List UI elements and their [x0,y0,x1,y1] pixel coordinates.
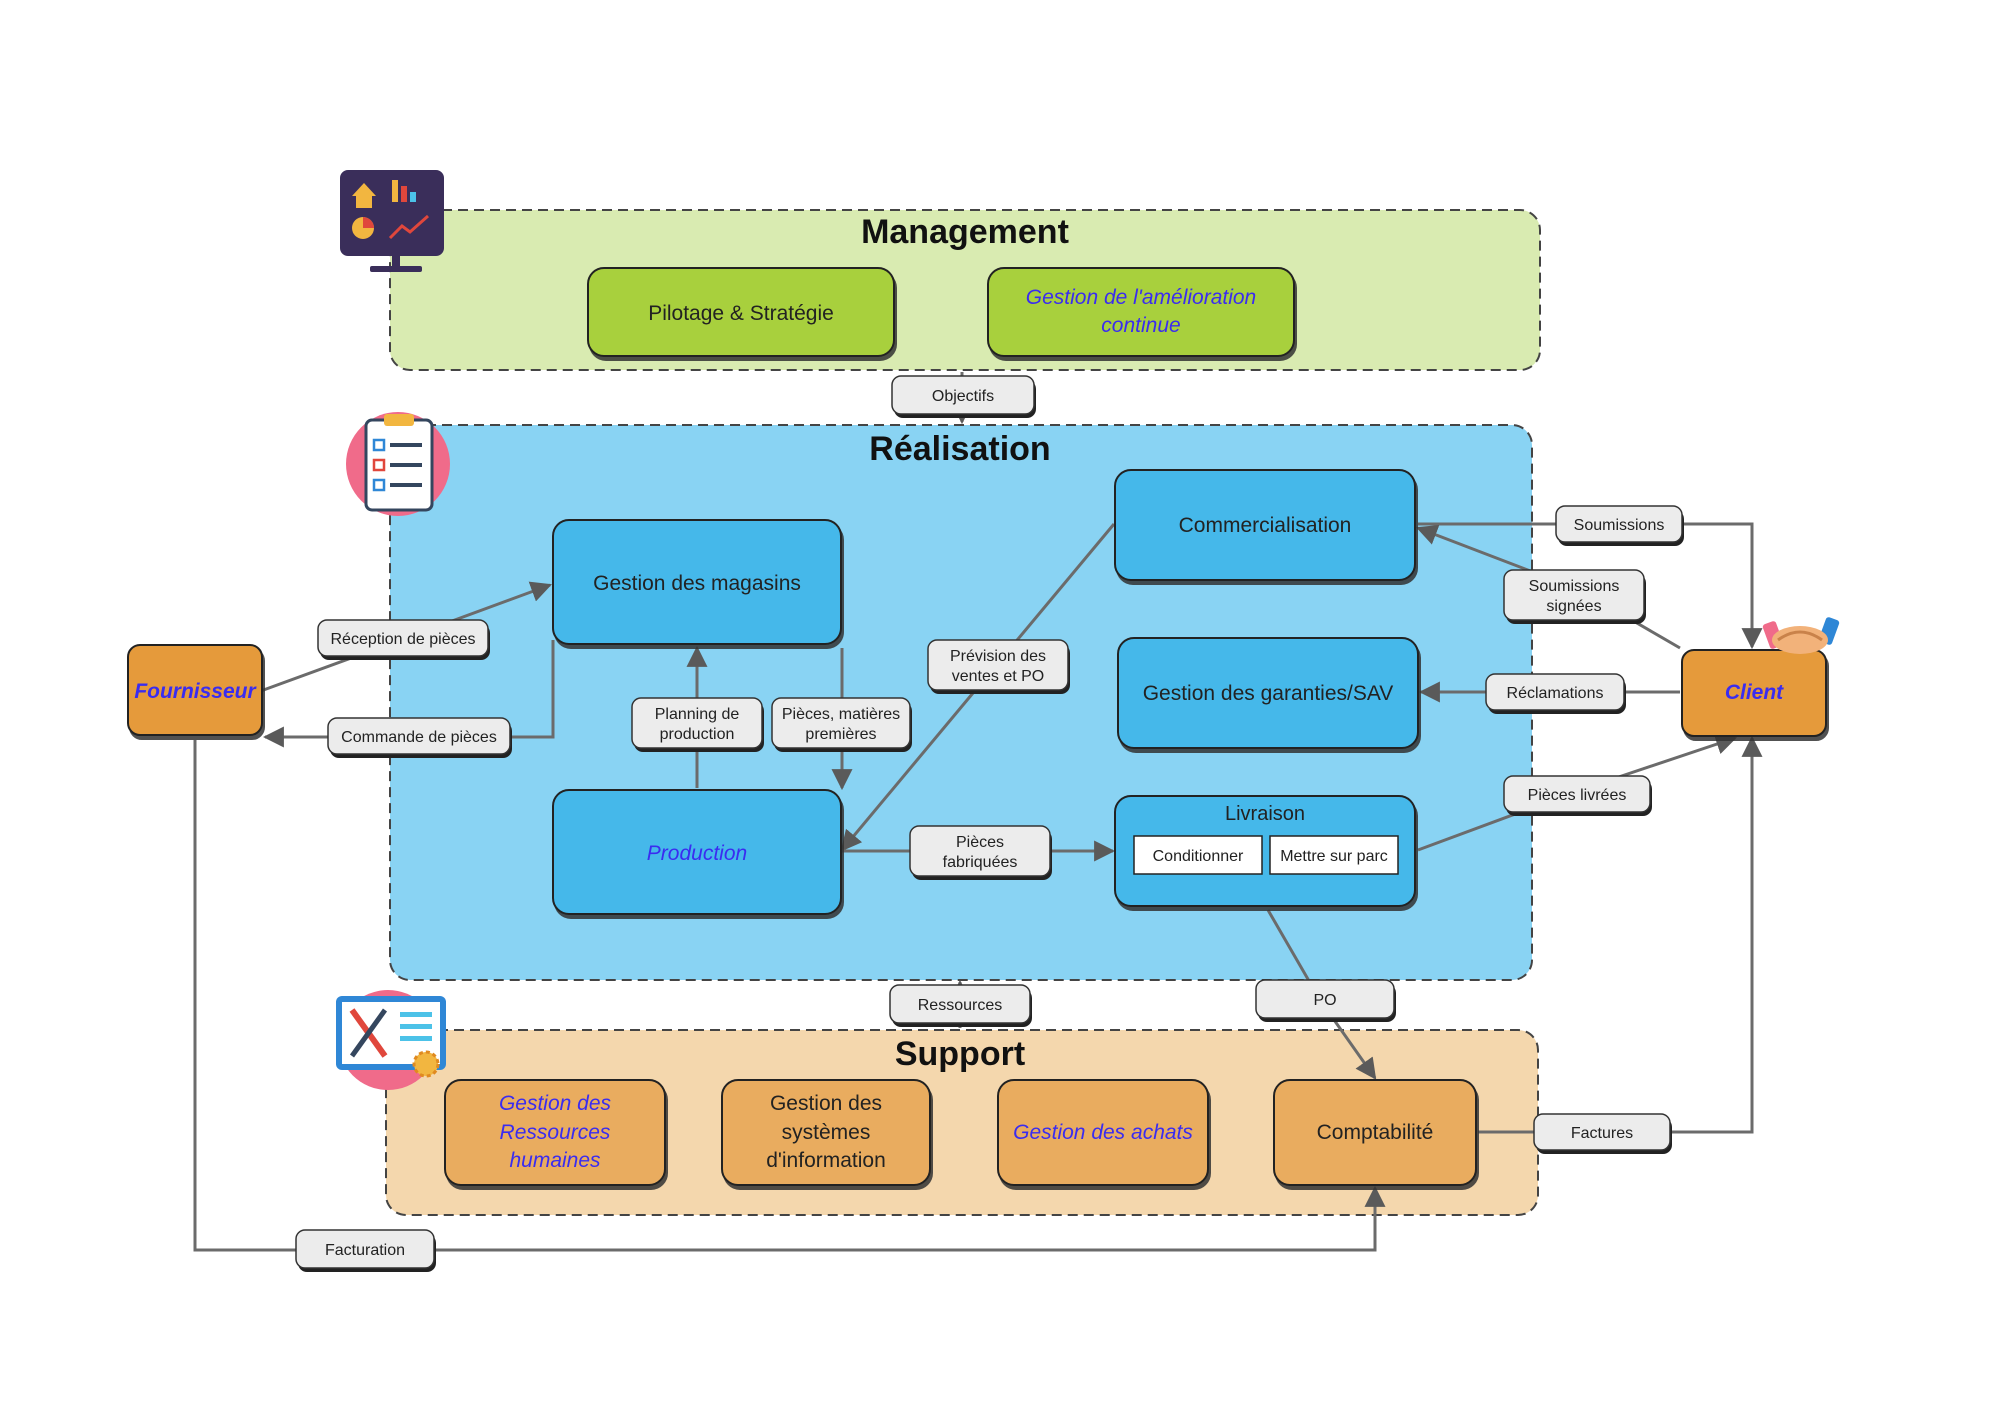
flow-label-ressources-text-1: Ressources [918,997,1002,1014]
flow-label-facturation: Facturation [295,1229,436,1272]
flow-label-pieces-mp-text-2: premières [805,726,876,743]
box-gestion-garanties-label: Gestion des garanties/SAV [1143,682,1394,705]
flow-label-reception: Réception de pièces [317,619,490,660]
box-gestion-achats[interactable]: Gestion des achats [997,1079,1209,1186]
box-livraison[interactable]: Livraison Conditionner Mettre sur parc [1114,795,1416,907]
management-title: Management [861,213,1069,251]
flow-label-objectifs: Objectifs [891,375,1036,418]
flow-label-objectifs-text-1: Objectifs [932,388,994,405]
box-livraison-label: Livraison [1225,803,1305,825]
flow-label-planning-text-2: production [660,726,735,743]
support-zone [385,1029,1539,1216]
box-commercialisation-label: Commercialisation [1179,514,1352,537]
box-rh-line3: humaines [509,1149,601,1172]
facturation-arrow [193,740,1386,1252]
box-amelioration-line2: continue [1101,314,1180,337]
handshake-icon [1762,617,1840,654]
flow-label-soumissions-signees-text-1: Soumissions [1529,578,1620,595]
box-production[interactable]: Production [552,789,842,915]
tools-monitor-icon [336,990,446,1090]
soumissions-arrow [1418,522,1763,650]
box-rh-line2: Ressources [500,1121,611,1144]
flow-label-pieces-fab: Pièces fabriquées [909,825,1052,880]
box-compta-label: Comptabilité [1317,1121,1434,1144]
flow-label-factures: Factures [1533,1113,1672,1154]
flow-label-facturation-text-1: Facturation [325,1242,405,1259]
actor-client[interactable]: Client [1681,649,1827,737]
flow-label-reclamations: Réclamations [1485,673,1626,714]
flow-label-factures-text-1: Factures [1571,1125,1633,1142]
flow-label-planning: Planning de production [631,697,764,752]
flow-label-planning-text-1: Planning de [655,706,740,723]
flow-label-po: PO [1255,979,1396,1022]
flow-label-soumissions-signees-text-2: signées [1546,598,1601,615]
flow-label-soumissions-signees: Soumissions signées [1503,569,1646,624]
flow-label-prevision-text-1: Prévision des [950,648,1046,665]
flow-label-pieces-mp: Pièces, matières premières [771,697,912,752]
flow-label-prevision: Prévision des ventes et PO [927,639,1070,694]
box-si-line3: d'information [766,1149,886,1172]
flow-label-pieces-fab-text-2: fabriquées [943,854,1018,871]
support-title: Support [895,1035,1025,1073]
actor-fournisseur[interactable]: Fournisseur [127,644,263,736]
actor-client-label: Client [1725,681,1784,704]
box-pilotage[interactable]: Pilotage & Stratégie [587,267,895,357]
box-rh-line1: Gestion des [499,1092,612,1115]
box-gestion-rh[interactable]: Gestion des Ressources humaines [444,1079,666,1186]
box-achats-label: Gestion des achats [1013,1121,1193,1144]
flow-label-pieces-mp-text-1: Pièces, matières [782,706,900,723]
realisation-title: Réalisation [869,430,1050,468]
flow-label-commande: Commande de pièces [327,717,512,758]
box-si-line1: Gestion des [770,1092,882,1115]
flow-label-reclamations-text-1: Réclamations [1507,685,1604,702]
flow-label-pieces-livrees-text-1: Pièces livrées [1528,787,1627,804]
flow-label-ressources: Ressources [889,984,1032,1027]
box-gestion-magasins-label: Gestion des magasins [593,572,801,595]
flow-label-po-text-1: PO [1313,992,1336,1009]
flow-label-commande-text-1: Commande de pièces [341,729,497,746]
livraison-conditionner: Conditionner [1153,848,1244,865]
box-gestion-si[interactable]: Gestion des systèmes d'information [721,1079,931,1186]
flow-label-pieces-fab-text-1: Pièces [956,834,1004,851]
box-gestion-garanties[interactable]: Gestion des garanties/SAV [1117,637,1419,749]
flow-label-prevision-text-2: ventes et PO [952,668,1045,685]
box-amelioration-line1: Gestion de l'amélioration [1026,286,1256,309]
flow-label-soumissions: Soumissions [1555,505,1684,546]
flow-label-pieces-livrees: Pièces livrées [1503,775,1652,816]
livraison-mettre-sur-parc: Mettre sur parc [1280,848,1388,865]
box-commercialisation[interactable]: Commercialisation [1114,469,1416,581]
flow-label-reception-text-1: Réception de pièces [331,631,476,648]
box-amelioration-continue[interactable]: Gestion de l'amélioration continue [987,267,1295,357]
box-si-line2: systèmes [782,1121,871,1144]
box-comptabilite[interactable]: Comptabilité [1273,1079,1477,1186]
flow-label-soumissions-text-1: Soumissions [1574,517,1665,534]
box-production-label: Production [647,842,747,865]
clipboard-checklist-icon [346,412,450,516]
dashboard-monitor-icon [340,170,444,272]
actor-fournisseur-label: Fournisseur [134,680,257,703]
box-gestion-magasins[interactable]: Gestion des magasins [552,519,842,645]
box-pilotage-label: Pilotage & Stratégie [648,302,834,325]
